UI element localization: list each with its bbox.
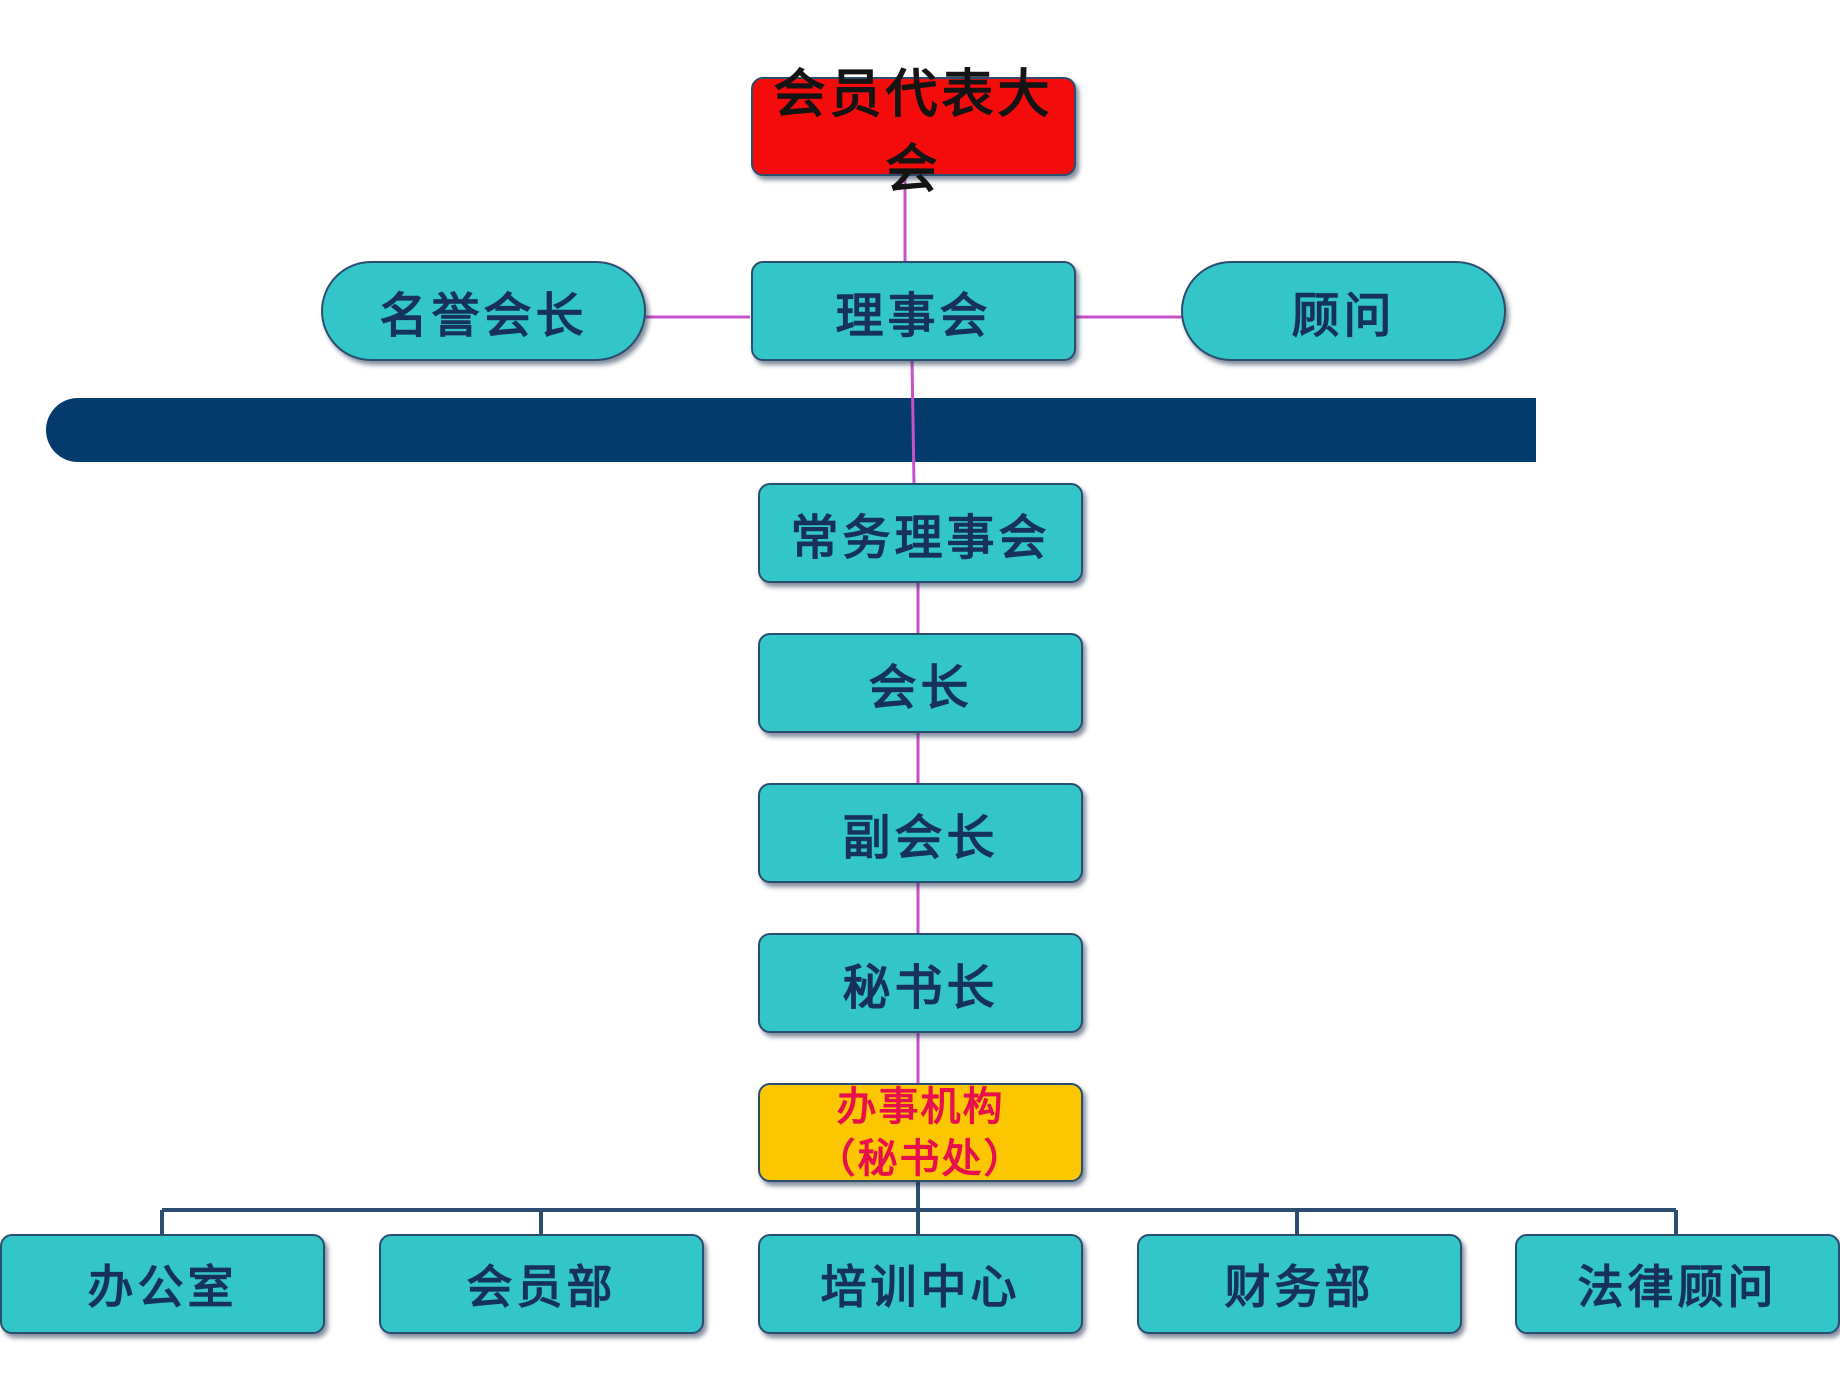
node-president[interactable]: 会长 — [758, 633, 1083, 733]
node-standing-council[interactable]: 常务理事会 — [758, 483, 1083, 583]
department-label: 培训中心 — [820, 1260, 1021, 1314]
node-advisor-label: 顾问 — [1291, 288, 1396, 344]
node-office-line1: 办事机构 — [836, 1082, 1005, 1130]
node-department-3[interactable]: 培训中心 — [758, 1234, 1083, 1334]
node-secretary-general[interactable]: 秘书长 — [758, 933, 1083, 1033]
node-standing-council-label: 常务理事会 — [790, 510, 1051, 566]
node-vice-president-label: 副会长 — [842, 810, 999, 866]
node-council-label: 理事会 — [835, 288, 992, 344]
node-assembly-label: 会员代表大会 — [773, 63, 1054, 200]
node-vice-president[interactable]: 副会长 — [758, 783, 1083, 883]
department-label: 办公室 — [87, 1260, 238, 1314]
node-department-4[interactable]: 财务部 — [1137, 1234, 1462, 1334]
node-honorary-president[interactable]: 名誉会长 — [321, 261, 646, 361]
node-office[interactable]: 办事机构 （秘书处） — [758, 1083, 1083, 1182]
node-department-1[interactable]: 办公室 — [0, 1234, 325, 1334]
node-office-line2: （秘书处） — [815, 1134, 1026, 1182]
node-honorary-president-label: 名誉会长 — [379, 288, 588, 344]
node-department-2[interactable]: 会员部 — [379, 1234, 704, 1334]
department-label: 法律顾问 — [1577, 1260, 1778, 1314]
department-label: 会员部 — [466, 1260, 617, 1314]
connector-council-standing — [910, 359, 916, 484]
decorative-band — [46, 398, 1536, 462]
node-council[interactable]: 理事会 — [751, 261, 1076, 361]
node-department-5[interactable]: 法律顾问 — [1515, 1234, 1840, 1334]
node-assembly[interactable]: 会员代表大会 — [751, 64, 1076, 200]
department-label: 财务部 — [1224, 1260, 1375, 1314]
node-president-label: 会长 — [868, 660, 973, 716]
node-advisor[interactable]: 顾问 — [1181, 261, 1506, 361]
node-secretary-general-label: 秘书长 — [842, 960, 999, 1016]
